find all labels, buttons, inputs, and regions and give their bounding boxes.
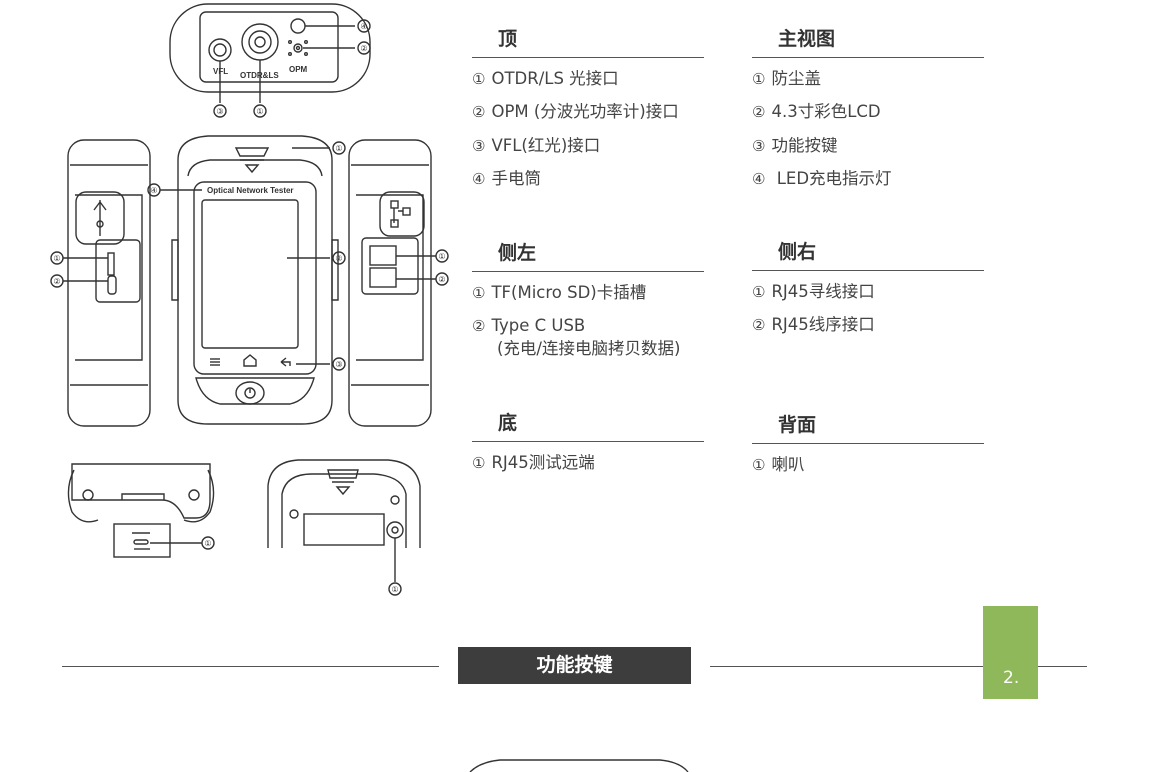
right-side-view xyxy=(348,139,436,427)
callout-3: ③ xyxy=(335,360,342,369)
callout-circle-back xyxy=(388,582,402,596)
back-view xyxy=(267,459,421,582)
port-label-opm: OPM xyxy=(289,65,308,74)
section-title-back: 背面 xyxy=(752,410,984,444)
callout-4: ④ xyxy=(150,186,157,195)
device-outline-partial xyxy=(469,759,689,772)
callout-1: ① xyxy=(438,252,445,261)
port-label-otdr: OTDR&LS xyxy=(240,71,279,80)
divider-right xyxy=(710,666,1087,667)
callout-circles-top xyxy=(213,19,371,118)
divider-left xyxy=(62,666,439,667)
port-label-vfl: VFL xyxy=(213,67,228,76)
callout-2: ② xyxy=(360,44,367,53)
callout-1: ① xyxy=(335,144,342,153)
callout-circles-left xyxy=(50,251,64,288)
brand-label: Optical Network Tester xyxy=(207,186,294,195)
section-title-left: 侧左 xyxy=(472,238,704,272)
section-title-right: 侧右 xyxy=(752,237,984,271)
list-item: ④ LED充电指示灯 xyxy=(752,168,892,188)
callout-circles-right xyxy=(435,249,449,286)
callout-1: ① xyxy=(256,107,263,116)
section-title-bottom: 底 xyxy=(472,408,704,442)
callout-2: ② xyxy=(335,254,342,263)
callout-circles-front xyxy=(147,141,346,371)
section-banner: 功能按键 xyxy=(458,647,691,684)
callout-circle-bottom xyxy=(201,536,215,550)
section-title-top: 顶 xyxy=(472,24,704,58)
page-number: 2. xyxy=(1003,668,1020,688)
left-side-view xyxy=(63,139,151,427)
callout-2: ② xyxy=(438,275,445,284)
callout-1: ① xyxy=(53,254,60,263)
page-number-box: 2. xyxy=(983,606,1038,699)
section-title-front: 主视图 xyxy=(752,24,984,58)
callout-1: ① xyxy=(391,585,398,594)
callout-1: ① xyxy=(204,539,211,548)
top-view xyxy=(169,3,371,103)
callout-3: ③ xyxy=(216,107,223,116)
callout-2: ② xyxy=(53,277,60,286)
bottom-view xyxy=(67,463,215,558)
front-view xyxy=(160,135,339,425)
callout-4: ④ xyxy=(360,22,367,31)
